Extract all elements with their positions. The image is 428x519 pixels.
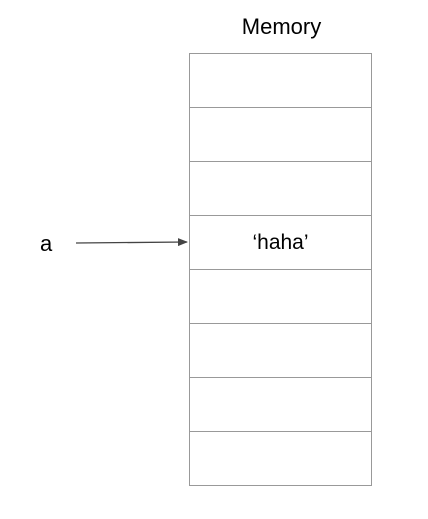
memory-cell [190,108,371,162]
pointer-arrow-line [75,238,188,247]
memory-cell [190,54,371,108]
memory-cell: ‘haha’ [190,216,371,270]
memory-cell [190,162,371,216]
variable-label: a [40,231,53,256]
memory-cell [190,270,371,324]
memory-block: ‘haha’ [189,53,372,486]
memory-cell [190,378,371,432]
memory-title: Memory [241,14,322,39]
memory-cell [190,432,371,485]
memory-cell [190,324,371,378]
